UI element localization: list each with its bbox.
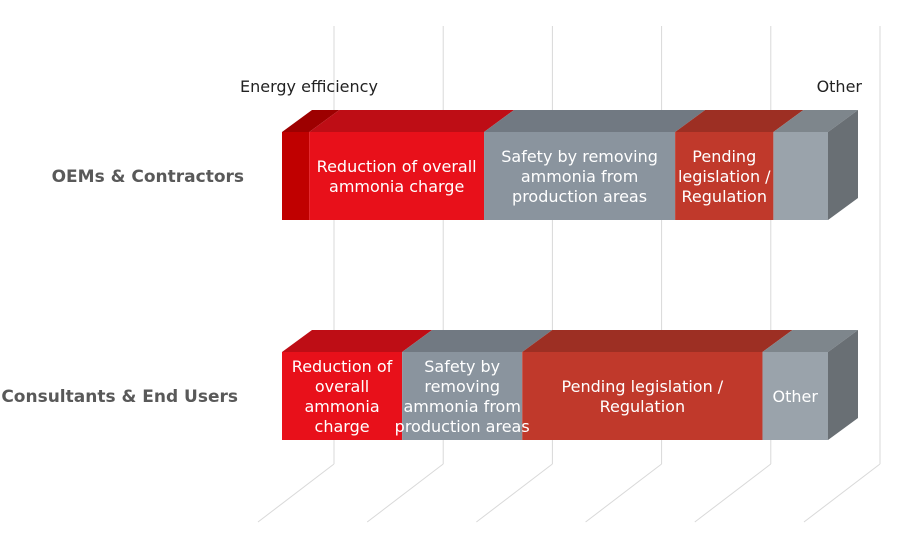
bar-segment xyxy=(675,132,774,220)
bar-side-face xyxy=(828,110,858,220)
bar-top-face xyxy=(402,330,553,352)
callout-energy-efficiency: Energy efficiency xyxy=(240,77,378,96)
category-label: Consultants & End Users xyxy=(1,387,238,407)
gridline-floor xyxy=(803,463,881,523)
bar-segment xyxy=(282,132,310,220)
bar-top-face xyxy=(675,110,804,132)
bar-top-face xyxy=(282,330,433,352)
segment-label: Other xyxy=(773,387,819,406)
gridline-floor xyxy=(257,463,335,523)
bar-segment xyxy=(402,352,523,440)
gridline-floor xyxy=(366,463,444,523)
bar-segment xyxy=(762,352,828,440)
bar-side-face xyxy=(828,330,858,440)
gridline-floor xyxy=(476,463,553,523)
bar-top-face xyxy=(282,110,340,132)
category-label: OEMs & Contractors xyxy=(52,167,244,187)
gridline-floor xyxy=(694,463,772,523)
gridline-floor xyxy=(585,463,662,523)
bar-top-face xyxy=(773,110,858,132)
bar-segment xyxy=(522,352,763,440)
bar-segment xyxy=(309,132,485,220)
bars-layer xyxy=(282,110,858,440)
bar-top-face xyxy=(522,330,793,352)
segment-label: Pending legislation /Regulation xyxy=(562,377,724,416)
bar-segment xyxy=(773,132,828,220)
bar-top-face xyxy=(484,110,706,132)
bar-top-face xyxy=(762,330,858,352)
bar-segment xyxy=(484,132,676,220)
callout-other: Other xyxy=(817,77,863,96)
bar-top-face xyxy=(309,110,515,132)
grid-layer xyxy=(257,26,881,523)
bar-segment xyxy=(282,352,403,440)
